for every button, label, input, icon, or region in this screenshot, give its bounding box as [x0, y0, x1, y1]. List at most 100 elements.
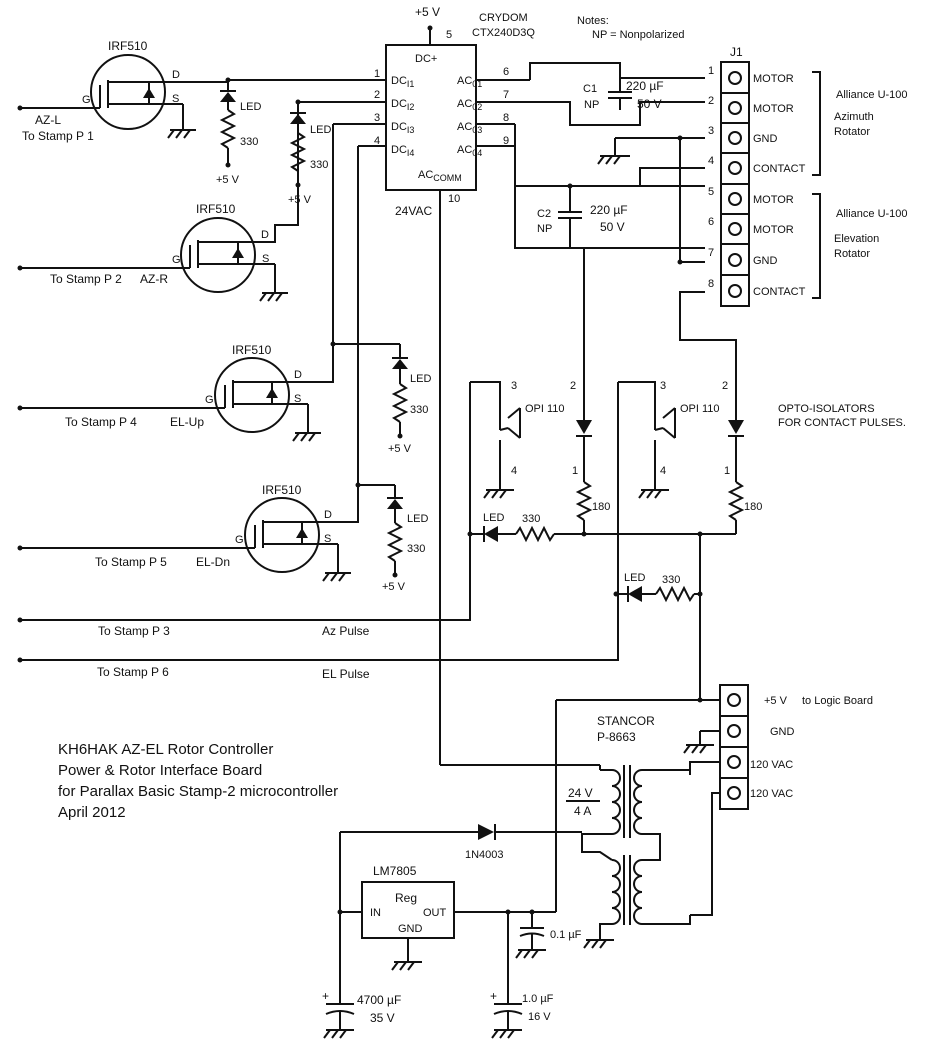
mosfet-4-input: EL-Dn [196, 555, 230, 569]
solid-state-relay: +5 V 5 CRYDOM CTX240D3Q DC+ 1 2 3 4 DCI1… [228, 5, 535, 765]
mosfet-2-source: S [262, 253, 269, 265]
relay-output-pins: AC01 AC02 AC03 AC04 6 7 8 9 [457, 66, 509, 158]
j1-pin-6: 6 [708, 216, 714, 228]
led-3-supply: +5 V [388, 443, 412, 455]
az-pulse-stamp: To Stamp P 3 [98, 624, 170, 638]
led-2-label: LED [310, 124, 331, 136]
mosfet-3: IRF510 G D S To Stamp P 4 EL-Up [17, 124, 334, 442]
opto-label-2: FOR CONTACT PULSES. [778, 417, 906, 429]
relay-input-pins: 1 2 3 4 DCI1 DCI2 DCI3 DCI4 [374, 68, 414, 158]
mosfet-2-input: AZ-R [140, 272, 168, 286]
j1-pin-8: 8 [708, 278, 714, 290]
opto-1-pin3: 3 [511, 380, 517, 392]
j1-pin-5: 5 [708, 186, 714, 198]
reg-name: Reg [395, 891, 417, 905]
c1-name: C1 [583, 83, 597, 95]
reg-gnd: GND [398, 923, 423, 935]
xfmr-a: 4 A [574, 804, 591, 818]
rotator-2-line2: Rotator [834, 248, 870, 260]
j1-label-2: MOTOR [753, 103, 794, 115]
relay-pin-4: 4 [374, 135, 380, 147]
relay-pin-10: 10 [448, 193, 460, 205]
j1-name: J1 [730, 45, 743, 59]
j1-pin-7: 7 [708, 247, 714, 259]
cap-1uf: + 1.0 µF 16 V [490, 912, 554, 1039]
opto-isolator-2: 3 4 OPI 110 2 1 180 OPTO-ISOLATORS FOR C… [618, 380, 906, 534]
cap-4700: + 4700 µF 35 V [322, 912, 401, 1039]
logic-connector: +5 V to Logic Board GND 120 VAC 120 VAC [556, 684, 873, 916]
el-pulse-led-label: LED [624, 572, 645, 584]
c2-value: 220 µF [590, 203, 628, 217]
opto-1-part: OPI 110 [525, 403, 565, 415]
mosfet-3-drain: D [294, 369, 302, 381]
j1-label-7: GND [753, 255, 778, 267]
c1-volt: 50 V [637, 97, 662, 111]
relay-out1-label: AC01 [457, 75, 482, 89]
relay-dcplus: DC+ [415, 53, 437, 65]
relay-accomm: ACCOMM [418, 169, 462, 183]
mosfet-1-source: S [172, 93, 179, 105]
relay-maker: CRYDOM [479, 12, 528, 24]
relay-pin-7: 7 [503, 89, 509, 101]
title-line-2: Power & Rotor Interface Board [58, 762, 262, 779]
led-1-label: LED [240, 101, 261, 113]
cap-1uf-volt: 16 V [528, 1011, 551, 1023]
mosfet-1-part: IRF510 [108, 39, 148, 53]
rotator-1-line2: Rotator [834, 126, 870, 138]
regulator: LM7805 Reg IN OUT GND [337, 700, 557, 971]
j1-label-8: CONTACT [753, 286, 806, 298]
c2-volt: 50 V [600, 220, 625, 234]
led-4-r: 330 [407, 543, 425, 555]
j1-pin-2: 2 [708, 95, 714, 107]
j1-label-6: MOTOR [753, 224, 794, 236]
mosfet-1-stamp: To Stamp P 1 [22, 129, 94, 143]
reg-out: OUT [423, 907, 447, 919]
led-3-r: 330 [410, 404, 428, 416]
rotator-1-line1: Azimuth [834, 111, 874, 123]
rotator-1-model: Alliance U-100 [836, 89, 908, 101]
relay-part: CTX240D3Q [472, 27, 535, 39]
logic-to: to Logic Board [802, 695, 873, 707]
led-2-supply: +5 V [288, 194, 312, 206]
relay-out2-label: AC02 [457, 98, 482, 112]
relay-pin-8: 8 [503, 112, 509, 124]
mosfet-3-stamp: To Stamp P 4 [65, 415, 137, 429]
reg-in: IN [370, 907, 381, 919]
opto-2-part: OPI 110 [680, 403, 720, 415]
logic-vac2: 120 VAC [750, 788, 793, 800]
c2-name: C2 [537, 208, 551, 220]
capacitor-c1: C1 NP 220 µF 50 V [515, 62, 705, 126]
xfmr-part: P-8663 [597, 730, 636, 744]
cap-0p1uf: 0.1 µF [515, 912, 582, 959]
mosfet-2: IRF510 G D S To Stamp P 2 AZ-R [17, 102, 299, 302]
title-block: KH6HAK AZ-EL Rotor Controller Power & Ro… [58, 741, 338, 821]
relay-out4-label: AC04 [457, 144, 482, 158]
capacitor-c2: C2 NP 220 µF 50 V [514, 124, 705, 249]
logic-vac1: 120 VAC [750, 759, 793, 771]
opto-isolator-1: 3 4 OPI 110 2 1 180 [470, 380, 610, 534]
logic-plus5: +5 V [764, 695, 788, 707]
connector-j1: J1 1 2 3 4 5 6 7 8 MOTOR MOTOR GND CONTA… [708, 45, 908, 307]
j1-label-3: GND [753, 133, 778, 145]
az-pulse-name: Az Pulse [322, 624, 370, 638]
notes-title: Notes: [577, 15, 609, 27]
mosfet-4-stamp: To Stamp P 5 [95, 555, 167, 569]
mosfet-1-drain: D [172, 69, 180, 81]
mosfet-2-drain: D [261, 229, 269, 241]
az-pulse-r: 330 [522, 513, 540, 525]
transformer: STANCOR P-8663 24 V 4 A [440, 714, 691, 940]
led-2-r: 330 [310, 159, 328, 171]
opto-1-r: 180 [592, 501, 610, 513]
relay-pin-3: 3 [374, 112, 380, 124]
title-line-4: April 2012 [58, 804, 126, 821]
title-line-3: for Parallax Basic Stamp-2 microcontroll… [58, 783, 338, 800]
relay-pin5: 5 [446, 29, 452, 41]
cap-1uf-value: 1.0 µF [522, 993, 554, 1005]
mosfet-4: IRF510 G D S To Stamp P 5 EL-Dn [17, 146, 359, 582]
opto-2-pin1: 1 [724, 465, 730, 477]
opto-1-pin2: 2 [570, 380, 576, 392]
opto-2-pin2: 2 [722, 380, 728, 392]
led-1: LED 330 +5 V [216, 77, 261, 186]
logic-gnd: GND [770, 726, 795, 738]
